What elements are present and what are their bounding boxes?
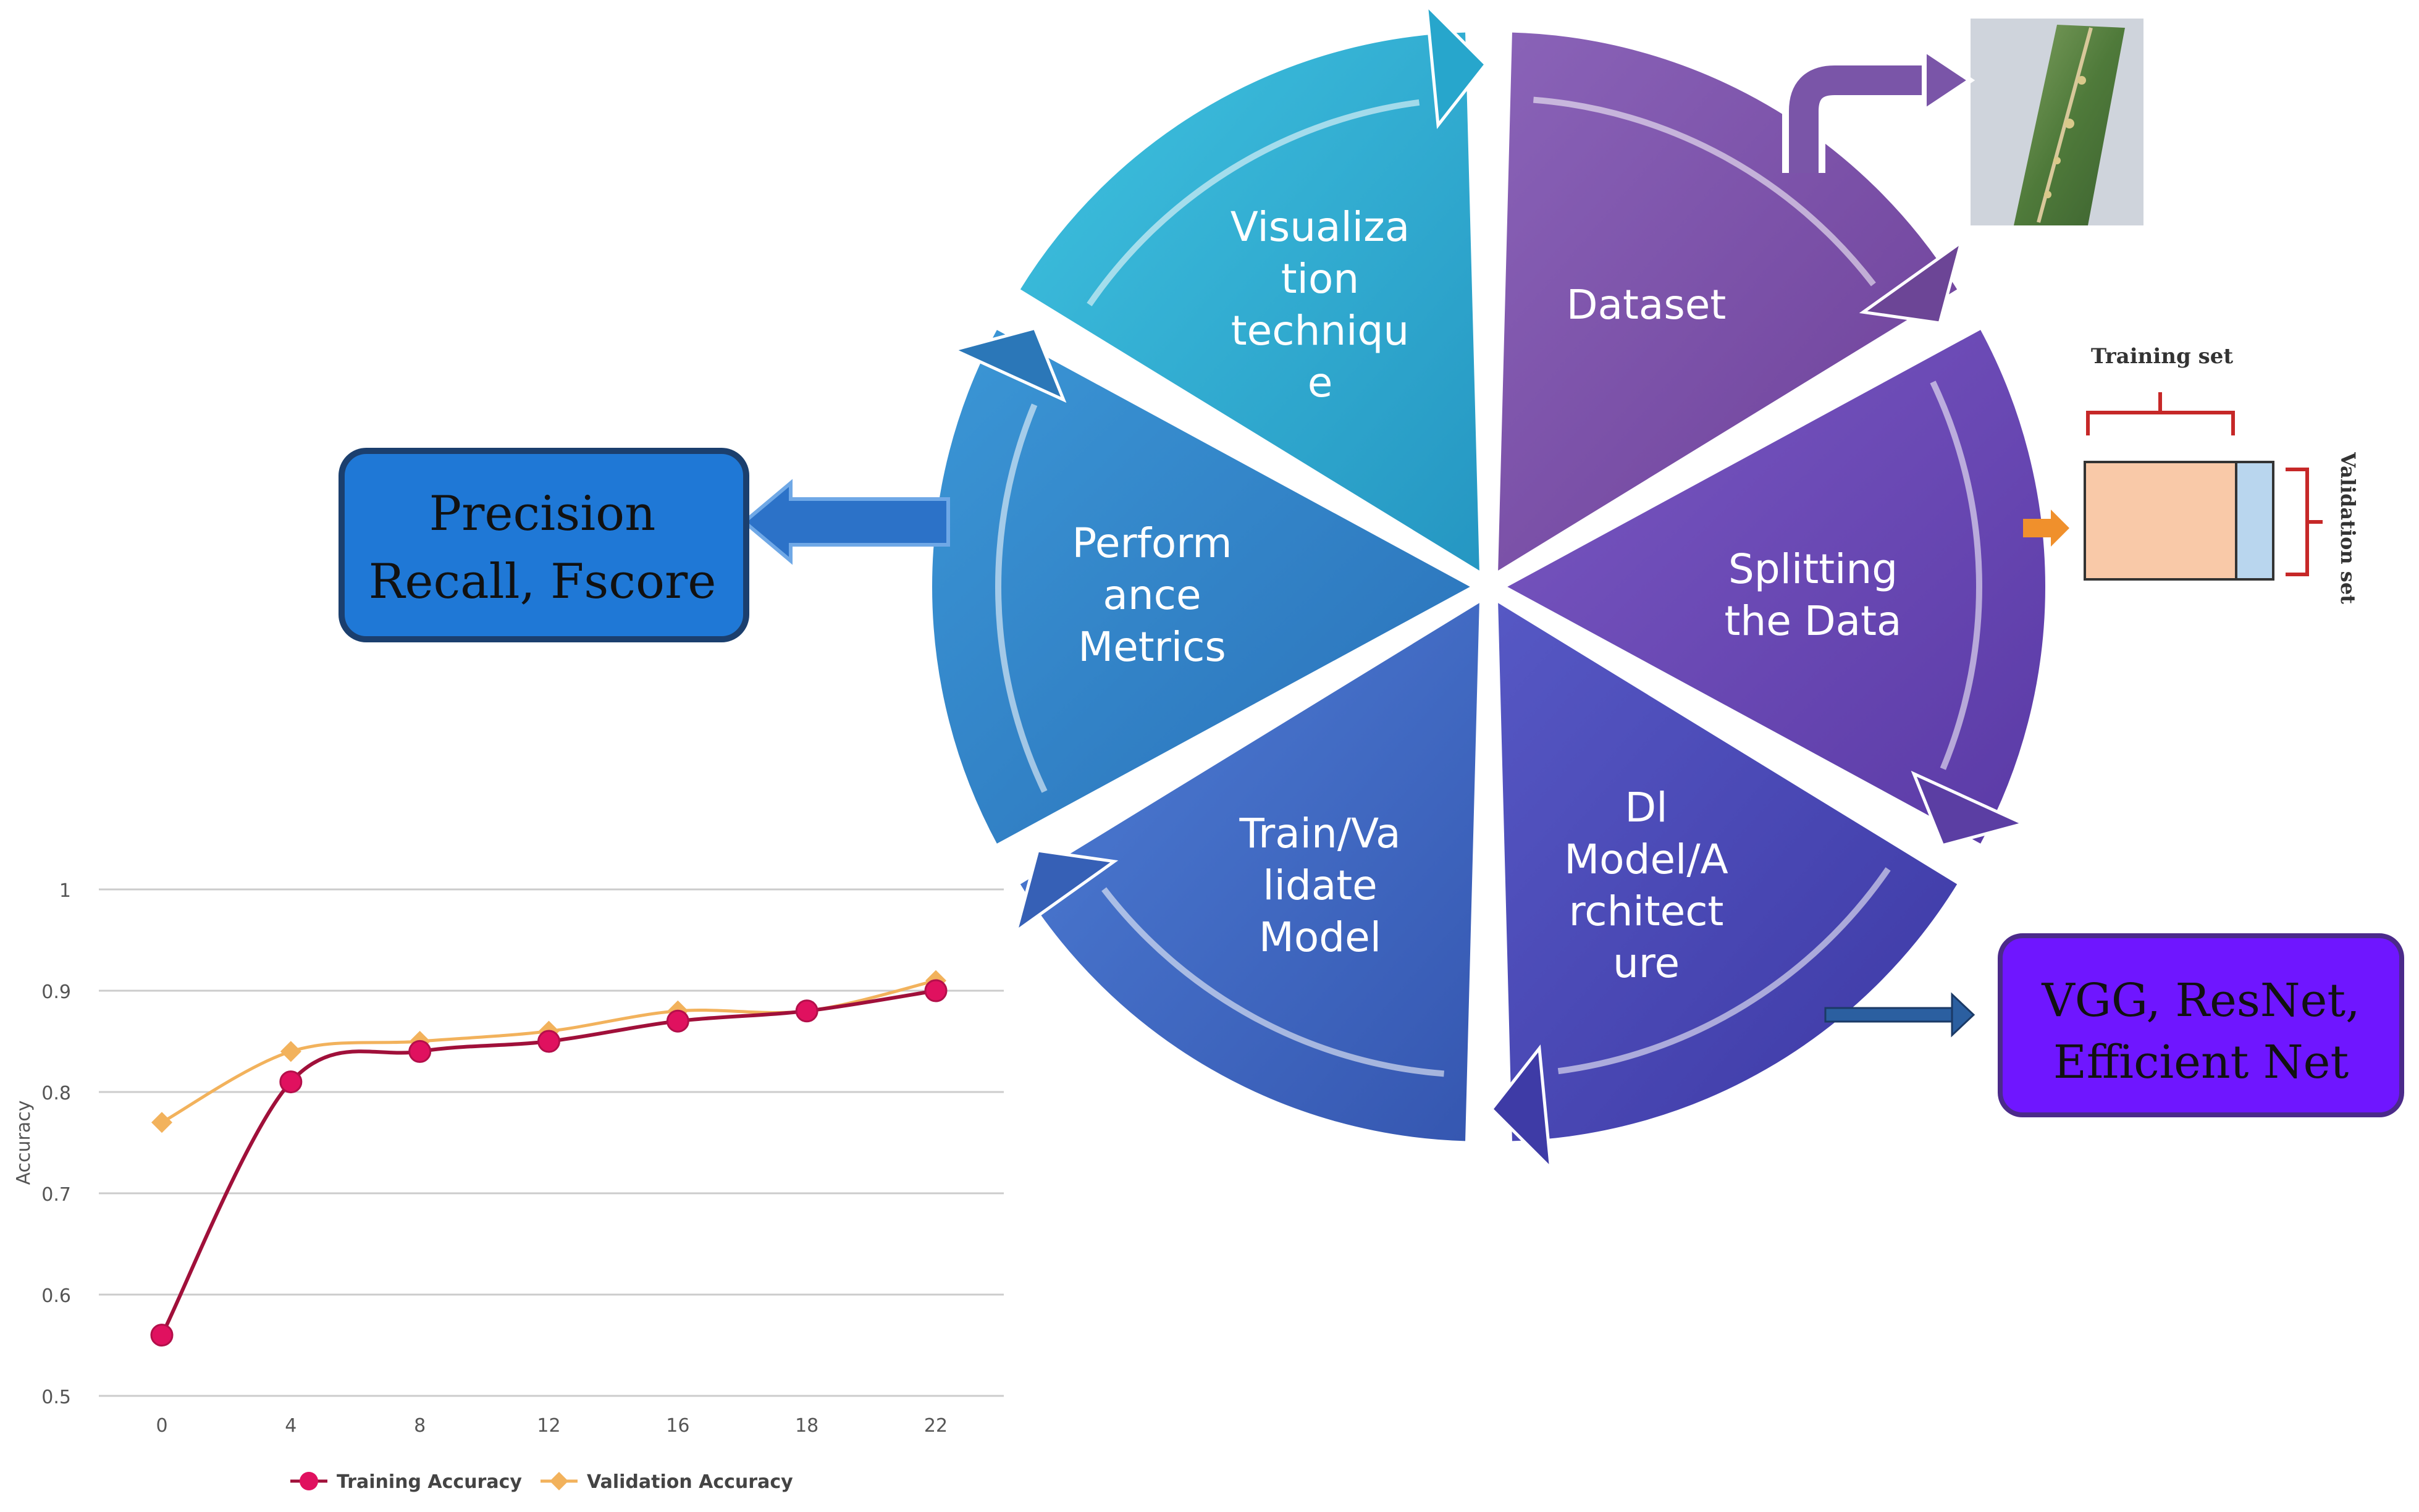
chart-point-training: [537, 1030, 560, 1053]
cycle-segment-dl-model-label-line: rchitect: [1569, 888, 1724, 935]
chart-y-tick-label: 0.6: [41, 1285, 71, 1307]
cycle-segment-performance-arrow-icon: [949, 326, 1067, 403]
chart-point-training: [279, 1070, 303, 1094]
chart-point-validation: [280, 1041, 301, 1062]
split-diagram: Training set Validation set: [2023, 344, 2360, 604]
cycle-segment-visualization-label-line: techniqu: [1231, 307, 1410, 355]
chart-point-validation: [151, 1112, 172, 1133]
models-arrow-head: [1951, 992, 1975, 1038]
cycle-segment-visualization-rim: [1087, 99, 1420, 306]
chart-y-tick-label: 0.5: [41, 1387, 71, 1408]
models-box-line2: Efficient Net: [2053, 1036, 2349, 1089]
chart-y-tick-label: 0.7: [41, 1184, 71, 1206]
chart-x-tick-label: 8: [414, 1415, 426, 1437]
training-set-label: Training set: [2091, 344, 2233, 369]
cycle-segment-dataset-arrow-icon: [1859, 238, 1964, 325]
metrics-output: Precision Recall, Fscore: [339, 448, 950, 642]
chart-y-axis-label: Accuracy: [13, 1101, 35, 1185]
chart-point-training: [924, 979, 948, 1002]
chart-legend-marker: [300, 1472, 318, 1490]
chart-legend-marker: [550, 1472, 568, 1490]
chart-x-tick-label: 12: [537, 1415, 560, 1437]
chart-x-tick-label: 0: [156, 1415, 167, 1437]
cycle-segment-dataset-wedge: [1494, 28, 1963, 578]
chart-legend-label: Training Accuracy: [337, 1471, 522, 1493]
cycle-segment-visualization-arrow-icon: [1424, 1, 1488, 130]
cycle-segment-dataset-rim: [1533, 96, 1876, 287]
cycle-segment-dataset: Dataset: [1494, 28, 1964, 578]
cycle-segment-train-validate-rim: [1101, 887, 1444, 1077]
chart-x-tick-label: 22: [924, 1415, 948, 1437]
training-block: [2084, 461, 2237, 581]
cycle-segment-dl-model-label-line: Model/A: [1564, 836, 1728, 883]
metrics-arrow: [741, 479, 950, 565]
chart-x-tick-label: 18: [795, 1415, 818, 1437]
cycle-segment-splitting-arrow-icon: [1911, 770, 2029, 847]
cycle-segment-train-validate-arrow-icon: [1013, 849, 1119, 936]
split-arrow: [2023, 510, 2069, 547]
chart-legend-label: Validation Accuracy: [587, 1471, 793, 1493]
cycle-segment-dataset-label-line: Dataset: [1567, 281, 1726, 329]
dataset-arrow-head: [1922, 44, 1975, 116]
chart-y-tick-label: 1: [59, 880, 71, 902]
cycle-segment-splitting-label-line: the Data: [1725, 597, 1902, 645]
cycle-segment-dl-model-arrow-icon: [1489, 1044, 1553, 1173]
metrics-box-line1: Precision: [429, 486, 656, 542]
metrics-box-line2: Recall, Fscore: [369, 554, 717, 610]
cycle-segment-train-validate-label-line: Train/Va: [1239, 810, 1400, 857]
validation-block: [2235, 461, 2274, 581]
cycle-segment-splitting-wedge: [1499, 325, 2050, 849]
models-output: VGG, ResNet, Efficient Net: [1824, 933, 2404, 1117]
chart-point-training: [150, 1324, 174, 1347]
cycle-segment-train-validate-label-line: Model: [1259, 914, 1381, 961]
cycle-segment-splitting-rim: [1930, 380, 1982, 770]
chart-x-tick-label: 16: [666, 1415, 689, 1437]
validation-set-label: Validation set: [2336, 452, 2360, 604]
cycle-segment-performance-label-line: Metrics: [1078, 623, 1226, 671]
chart-point-training: [408, 1040, 432, 1063]
cycle-segment-dl-model-label-line: Dl: [1625, 784, 1667, 831]
chart-y-tick-label: 0.8: [41, 1083, 71, 1104]
cycle-segment-train-validate-label-line: lidate: [1263, 862, 1378, 909]
accuracy-chart: 0.5 0.6 0.7 0.8 0.9 1 0 4 8 12 16 18 22 AccuracyTrain…: [13, 880, 1004, 1493]
cycle-segment-visualization-label-line: e: [1308, 359, 1333, 406]
cycle-segment-dl-model-label-line: ure: [1613, 939, 1680, 987]
cycle-segment-dl-model-rim: [1557, 867, 1891, 1075]
cycle-segment-visualization-label-line: Visualiza: [1231, 203, 1410, 251]
cycle-segment-visualization-wedge: [1015, 28, 1484, 578]
chart-point-training: [666, 1009, 689, 1033]
models-box: [1998, 933, 2404, 1117]
dataset-sample-image: [1971, 19, 2143, 225]
cycle-segment-performance-label-line: ance: [1103, 571, 1201, 619]
models-arrow-shaft: [1824, 1007, 1956, 1023]
dataset-curved-arrow-fill: [1789, 65, 1927, 173]
models-box-line1: VGG, ResNet,: [2041, 974, 2360, 1027]
cycle-segment-splitting-label-line: Splitting: [1728, 545, 1898, 593]
cycle-segment-performance-rim: [995, 403, 1048, 793]
cycle-segment-visualization-label-line: tion: [1281, 255, 1359, 303]
cycle-segment-performance-wedge: [928, 325, 1478, 849]
cycle-segment-performance-label-line: Perform: [1072, 519, 1232, 567]
chart-point-training: [795, 999, 818, 1023]
chart-y-tick-label: 0.9: [41, 981, 71, 1003]
metrics-box: [339, 448, 749, 642]
chart-x-tick-label: 4: [285, 1415, 297, 1437]
cycle-segment-train-validate-wedge: [1015, 596, 1484, 1145]
